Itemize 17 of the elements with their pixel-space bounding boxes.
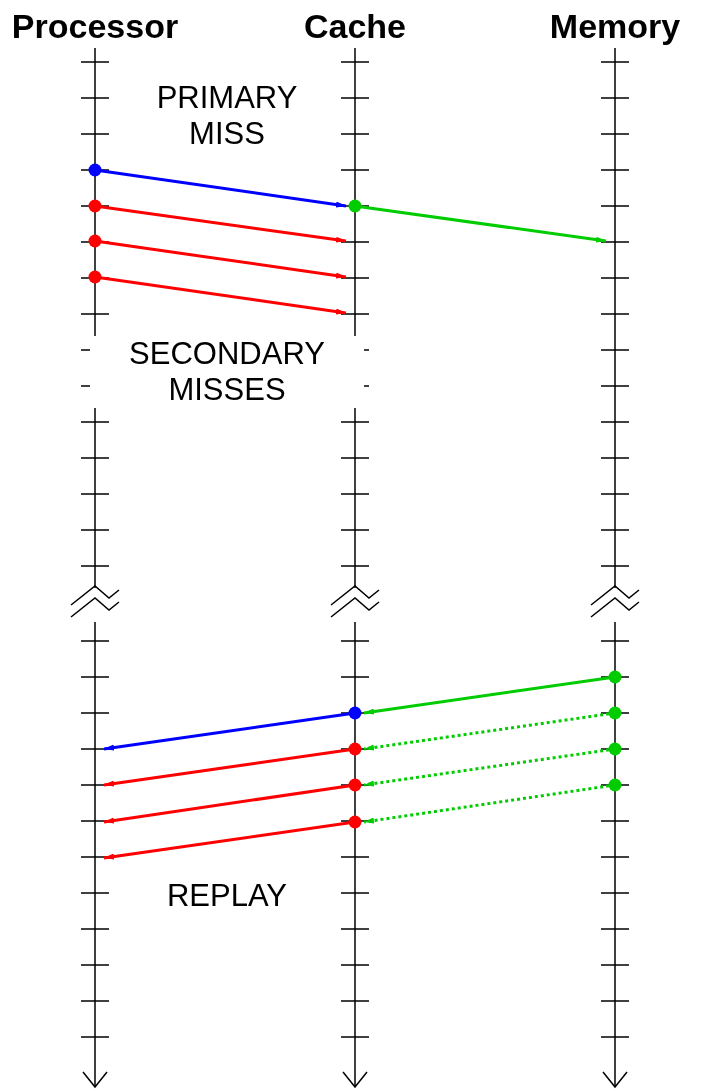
message-arrow (88, 199, 347, 243)
message-arrow (103, 742, 362, 787)
message-arrow (348, 199, 607, 243)
message-arrow (363, 778, 622, 824)
message-arrow (363, 706, 622, 751)
lifeline-heading: Cache (302, 6, 408, 46)
message-arrow (88, 270, 347, 315)
message-arrow (103, 815, 362, 860)
message-arrow (363, 742, 622, 787)
message-arrow (363, 670, 622, 715)
message-arrow (103, 778, 362, 824)
message-arrow (88, 163, 347, 208)
message-arrow (88, 234, 347, 279)
lifeline-heading: Processor (10, 6, 180, 46)
lifeline-heading: Memory (548, 6, 682, 46)
phase-label: SECONDARY MISSES (90, 336, 364, 408)
message-arrow (103, 706, 362, 751)
